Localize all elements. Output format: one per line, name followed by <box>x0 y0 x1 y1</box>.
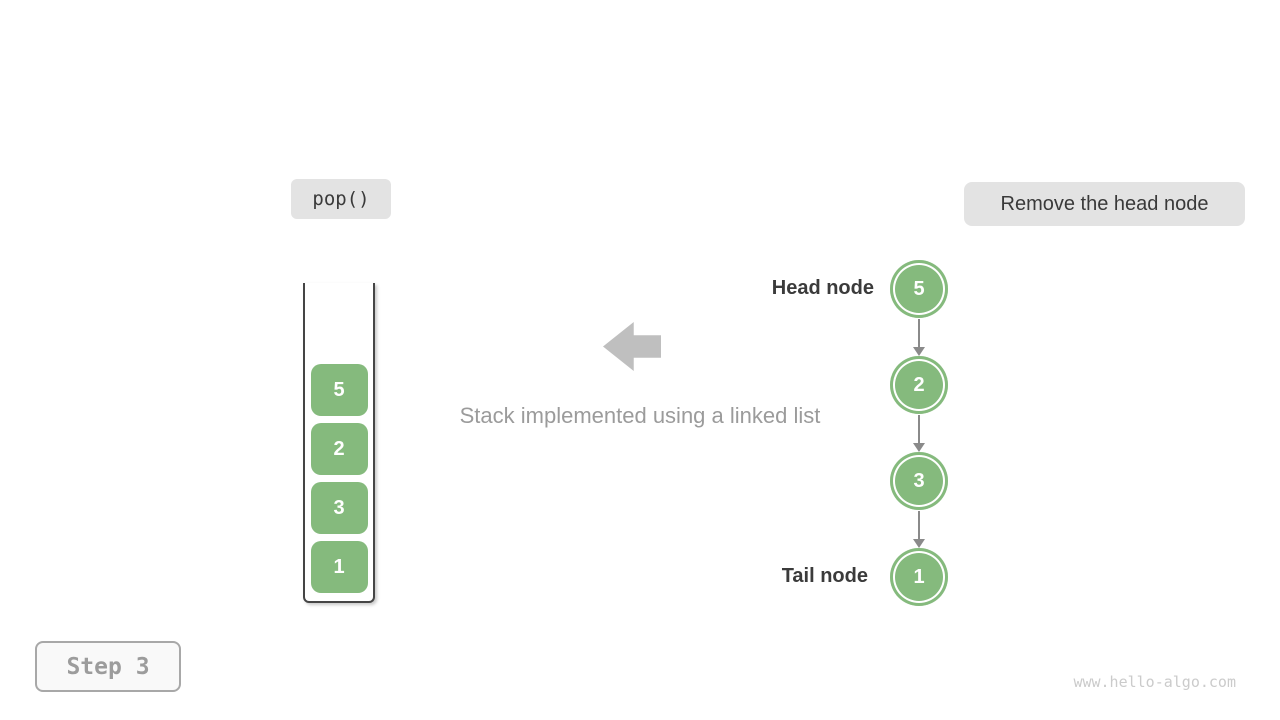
caption-text: Stack implemented using a linked list <box>459 403 821 428</box>
stack-container: 5 2 3 1 <box>303 283 375 603</box>
remove-head-annotation: Remove the head node <box>964 182 1245 226</box>
linked-list-node: 2 <box>890 356 948 414</box>
down-arrow-icon <box>908 415 930 452</box>
stack-item: 1 <box>310 541 368 593</box>
down-arrow-icon <box>908 511 930 548</box>
watermark-text: www.hello-algo.com <box>1073 673 1236 691</box>
stack-item: 2 <box>310 423 368 475</box>
arrow-head <box>913 443 925 452</box>
arrow-head <box>913 539 925 548</box>
linked-list-node: 1 <box>890 548 948 606</box>
arrow-shaft <box>918 415 920 444</box>
arrow-shaft <box>918 511 920 540</box>
arrow-shaft <box>918 319 920 348</box>
pop-operation-label: pop() <box>291 179 391 219</box>
arrow-head <box>913 347 925 356</box>
left-arrow-icon <box>603 322 661 371</box>
head-node-label: Head node <box>771 277 874 299</box>
linked-list-node: 5 <box>890 260 948 318</box>
step-badge: Step 3 <box>35 641 181 692</box>
stack-item: 3 <box>310 482 368 534</box>
tail-node-label: Tail node <box>781 565 868 587</box>
down-arrow-icon <box>908 319 930 356</box>
stack-item: 5 <box>310 364 368 416</box>
linked-list-node: 3 <box>890 452 948 510</box>
